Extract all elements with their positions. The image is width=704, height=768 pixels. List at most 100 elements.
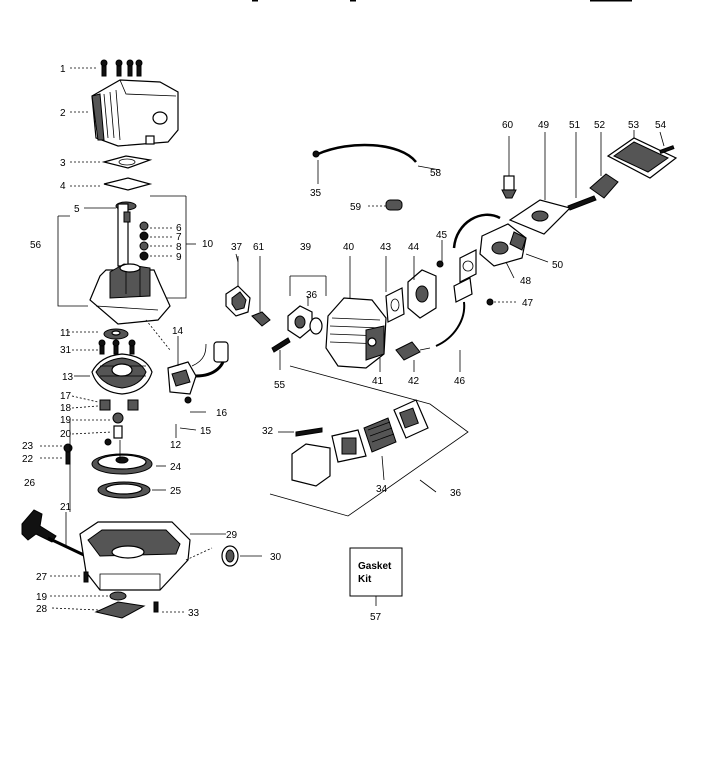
- muffler-34: [291, 399, 429, 487]
- label-19a: 19: [60, 415, 72, 426]
- label-51: 51: [569, 120, 581, 131]
- crankshaft-5: [115, 201, 137, 267]
- spring-gasket-37: [225, 256, 251, 317]
- label-56: 56: [30, 240, 42, 251]
- label-36b: 36: [450, 488, 462, 499]
- label-47: 47: [522, 298, 534, 309]
- label-42: 42: [408, 376, 420, 387]
- ignition-module-14: [167, 341, 229, 404]
- label-53: 53: [628, 120, 640, 131]
- screw-54: [659, 131, 675, 154]
- starter-pulley-24: [91, 438, 153, 475]
- label-43: 43: [380, 242, 392, 253]
- label-52: 52: [594, 120, 606, 131]
- label-40: 40: [343, 242, 355, 253]
- gasket-kit-line2: Kit: [358, 574, 372, 585]
- label-16: 16: [216, 408, 228, 419]
- muffler-assembly-box: [269, 358, 469, 517]
- label-41: 41: [372, 376, 384, 387]
- right-leaders: [235, 253, 437, 493]
- label-17: 17: [60, 391, 72, 402]
- label-11: 11: [60, 328, 71, 339]
- bracket-39: [289, 275, 327, 296]
- label-20: 20: [60, 429, 72, 440]
- screws-1: [100, 59, 143, 77]
- label-36a: 36: [306, 290, 318, 301]
- label-7: 7: [176, 232, 182, 243]
- label-46: 46: [454, 376, 466, 387]
- nut-11: [103, 328, 129, 340]
- label-27: 27: [36, 572, 48, 583]
- air-filter-52: [589, 132, 619, 199]
- label-13: 13: [62, 372, 74, 383]
- intake-44: [407, 256, 437, 319]
- label-48: 48: [520, 276, 532, 287]
- spark-plug-42: [395, 341, 431, 372]
- label-24: 24: [170, 462, 182, 473]
- screws-51: [567, 132, 597, 211]
- gasket-43: [385, 256, 405, 323]
- starter-handle-26: [21, 509, 87, 558]
- label-58: 58: [430, 168, 442, 179]
- small-part-59: [368, 199, 403, 211]
- wire-46: [435, 301, 466, 372]
- label-22: 22: [22, 454, 34, 465]
- hose-58: [452, 213, 501, 249]
- label-4: 4: [60, 181, 66, 192]
- label-29: 29: [226, 530, 238, 541]
- gasket-kit-line1: Gasket: [358, 561, 392, 572]
- carburetor-48-50: [479, 223, 549, 279]
- label-25: 25: [170, 486, 182, 497]
- label-18: 18: [60, 403, 72, 414]
- label-21: 21: [60, 502, 72, 513]
- label-31: 31: [60, 345, 72, 356]
- parts-17-20: [99, 399, 139, 439]
- flywheel-13: [91, 353, 153, 395]
- label-33: 33: [188, 608, 200, 619]
- muffler-spring-32: [278, 427, 323, 437]
- label-28: 28: [36, 604, 48, 615]
- label-19b: 19: [36, 592, 48, 603]
- fuel-tank-29: [79, 521, 191, 591]
- primer-60: [501, 136, 517, 199]
- spring-61: [251, 256, 271, 327]
- label-1: 1: [60, 64, 66, 75]
- label-10: 10: [202, 239, 214, 250]
- cylinder-40: [325, 256, 387, 369]
- label-32: 32: [262, 426, 274, 437]
- label-5: 5: [74, 204, 80, 215]
- label-50: 50: [552, 260, 564, 271]
- label-2: 2: [60, 108, 66, 119]
- label-34: 34: [376, 484, 388, 495]
- screws-22-23: [63, 443, 73, 465]
- label-12: 12: [170, 440, 182, 451]
- cap-30: [221, 545, 239, 567]
- label-14: 14: [172, 326, 184, 337]
- spring-25: [97, 481, 151, 499]
- label-54: 54: [655, 120, 667, 131]
- label-59: 59: [350, 202, 362, 213]
- engine-cover-2: [91, 79, 179, 147]
- gasket-kit-box: [349, 547, 403, 606]
- plate-4: [103, 177, 153, 191]
- label-55: 55: [274, 380, 286, 391]
- label-3: 3: [60, 158, 66, 169]
- label-6: 6: [176, 223, 182, 234]
- air-cover-53: [606, 130, 678, 179]
- left-leaders: [40, 67, 262, 613]
- label-57: 57: [370, 612, 382, 623]
- label-44: 44: [408, 242, 420, 253]
- label-39: 39: [300, 242, 312, 253]
- label-9: 9: [176, 252, 182, 263]
- label-15: 15: [200, 426, 212, 437]
- label-49: 49: [538, 120, 550, 131]
- gasket-3: [101, 155, 153, 169]
- pin-55: [271, 337, 291, 370]
- label-61: 61: [253, 242, 265, 253]
- label-37: 37: [231, 242, 243, 253]
- label-35: 35: [310, 188, 322, 199]
- fuel-line-58: [312, 143, 441, 184]
- crankcase-56: [89, 263, 171, 325]
- gaskets-45-47: [436, 240, 518, 306]
